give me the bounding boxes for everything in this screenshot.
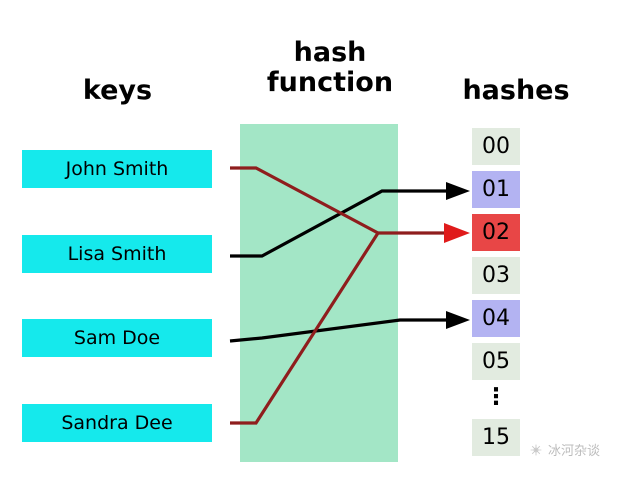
- hash-slot-01[interactable]: 01: [472, 171, 520, 208]
- watermark-logo-icon: [530, 444, 542, 455]
- hash-slot-05[interactable]: 05: [472, 343, 520, 380]
- hash-slot-04[interactable]: 04: [472, 300, 520, 337]
- key-box-lisa-smith[interactable]: Lisa Smith: [22, 235, 212, 273]
- hash-slot-03[interactable]: 03: [472, 257, 520, 294]
- key-box-john-smith[interactable]: John Smith: [22, 150, 212, 188]
- column-heading-keys: keys: [82, 75, 153, 106]
- arrowhead-slot-01: [446, 182, 470, 200]
- key-box-sandra-dee[interactable]: Sandra Dee: [22, 404, 212, 442]
- arrowhead-slot-04: [446, 311, 470, 329]
- column-heading-hashes: hashes: [462, 75, 570, 106]
- hash-slot-15[interactable]: 15: [472, 419, 520, 456]
- key-box-sam-doe[interactable]: Sam Doe: [22, 319, 212, 357]
- column-heading-hash-function: hash function: [266, 37, 394, 99]
- watermark: 冰河杂谈: [528, 440, 600, 459]
- hash-slot-ellipsis: ⋮: [484, 384, 508, 410]
- watermark-text: 冰河杂谈: [548, 444, 601, 459]
- hash-slot-00[interactable]: 00: [472, 128, 520, 165]
- arrowhead-slot-02: [444, 223, 470, 243]
- hash-slot-02[interactable]: 02: [472, 214, 520, 251]
- hash-function-panel: [240, 124, 398, 462]
